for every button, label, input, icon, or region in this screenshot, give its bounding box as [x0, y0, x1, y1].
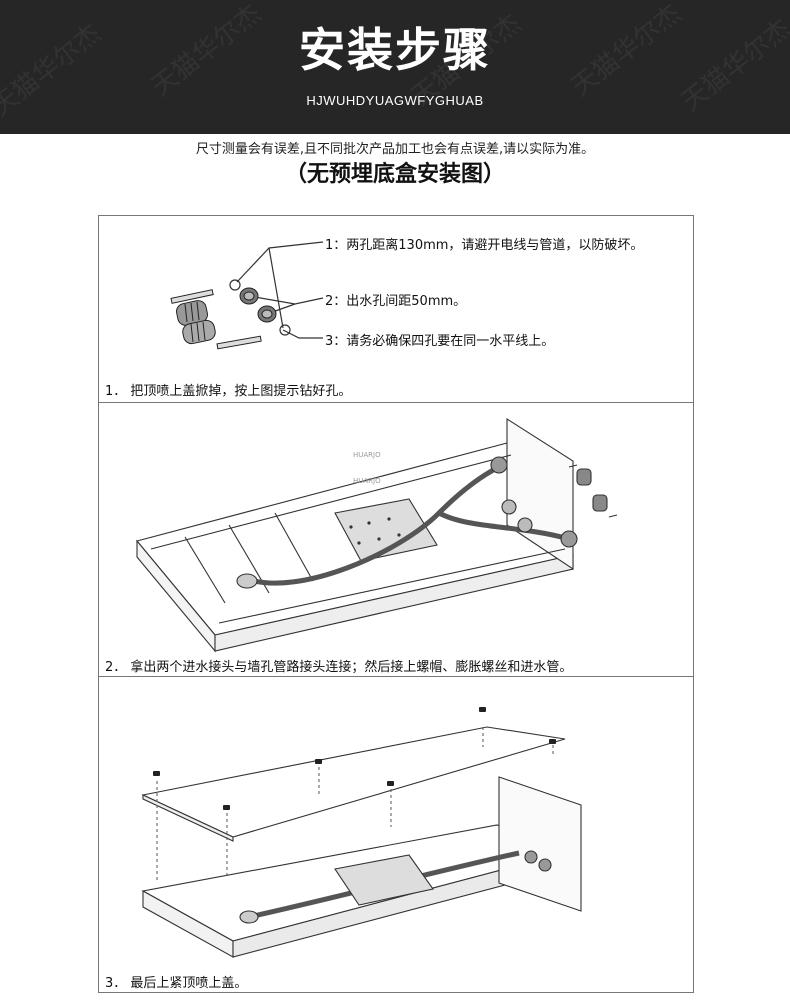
- callout-3: 3：请务必确保四孔要在同一水平线上。: [325, 334, 555, 349]
- fasten-cover-diagram: [141, 707, 582, 958]
- wall-plugs: [170, 287, 277, 350]
- step-2-caption: 2． 拿出两个进水接头与墙孔管路接头连接；然后接上螺帽、膨胀螺丝和进水管。: [105, 660, 573, 675]
- callout-2: 2：出水孔间距50mm。: [325, 294, 467, 309]
- brand-mark: HUARJO: [353, 451, 381, 459]
- divider: [99, 402, 693, 403]
- brand-mark: HUARJO: [353, 477, 381, 485]
- measurement-notice: 尺寸测量会有误差,且不同批次产品加工也会有点误差,请以实际为准。: [195, 142, 595, 157]
- step-3-caption: 3． 最后上紧顶喷上盖。: [105, 976, 248, 991]
- step-3-panel: 3． 最后上紧顶喷上盖。: [99, 677, 693, 993]
- drill-holes-diagram: [170, 241, 324, 350]
- divider: [99, 676, 693, 677]
- drill-hole: [279, 324, 291, 336]
- step-2-panel: HUARJO HUARJO 2． 拿出两个进水接头与墙孔管路接头连接；然后接上螺…: [99, 403, 693, 676]
- callout-3-leader: [282, 329, 323, 339]
- header-banner: 天猫华尔杰 天猫华尔杰 天猫华尔杰 天猫华尔杰 天猫华尔杰 安装步骤 HJWUH…: [0, 0, 790, 134]
- page-title: 安装步骤: [299, 23, 491, 77]
- callout-1-leader: [236, 241, 324, 283]
- step-1-panel: 1：两孔距离130mm，请避开电线与管道，以防破坏。 2：出水孔间距50mm。 …: [99, 216, 693, 402]
- drill-hole: [229, 279, 241, 291]
- inlet-connection-diagram: HUARJO HUARJO: [136, 417, 618, 653]
- instruction-frame: 1：两孔距离130mm，请避开电线与管道，以防破坏。 2：出水孔间距50mm。 …: [98, 215, 694, 993]
- callout-1: 1：两孔距离130mm，请避开电线与管道，以防破坏。: [325, 238, 644, 253]
- page-subtitle: HJWUHDYUAGWFYGHUAB: [306, 93, 484, 108]
- cover-screws: [153, 707, 556, 810]
- callout-1-leader: [268, 247, 284, 329]
- section-title: （无预埋底盒安装图）: [284, 162, 505, 187]
- step-1-caption: 1． 把顶喷上盖掀掉，按上图提示钻好孔。: [105, 384, 352, 399]
- callout-2-leader: [248, 295, 324, 305]
